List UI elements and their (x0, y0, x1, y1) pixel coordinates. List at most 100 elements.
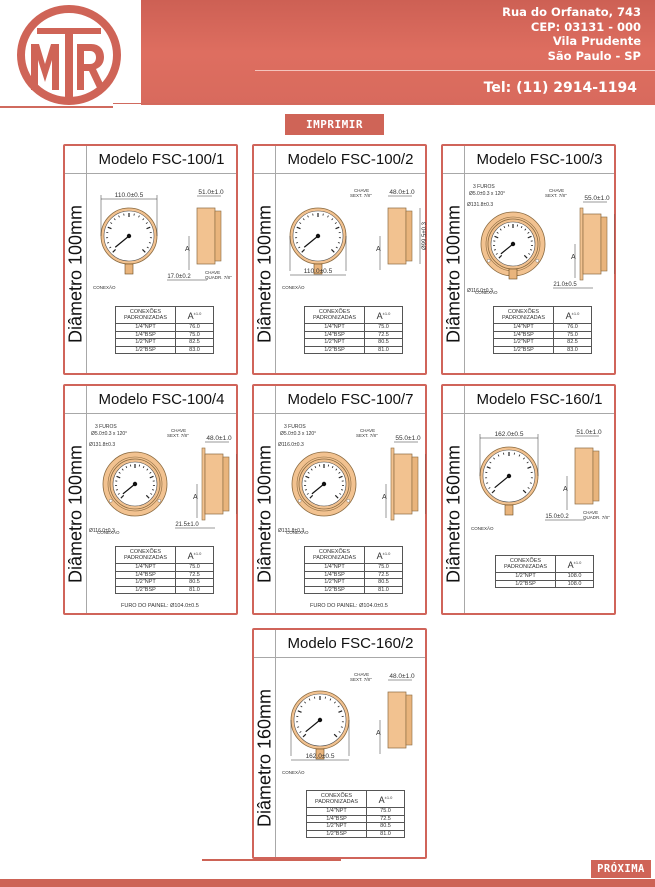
header-divider (255, 70, 655, 71)
a-value: 81.0 (364, 345, 403, 354)
connection-type: 1/4"NPT (493, 323, 554, 332)
a-value: 76.0 (175, 323, 214, 332)
diameter-text: Diâmetro 100mm (65, 204, 85, 343)
flange-dimension: Ø116.0±0.3 (278, 442, 304, 448)
a-dimension-label: A (382, 494, 387, 501)
mount-hole-icon (298, 499, 302, 503)
next-page-button[interactable]: PRÓXIMA (591, 860, 651, 878)
gauge-side-view (387, 691, 413, 749)
print-button[interactable]: IMPRIMIR (285, 114, 384, 135)
company-logo[interactable] (0, 0, 140, 106)
table-row: 1/4"NPT 75.0 (304, 323, 403, 332)
column-header: A±1.0 (366, 790, 405, 808)
header-divider (0, 106, 113, 108)
connection-type: 1/4"NPT (115, 563, 176, 572)
wrench-label: SEXT. 7/8" (350, 193, 372, 198)
connection-type: 1/2"NPT (306, 822, 367, 831)
diameter-label: Diâmetro 160mm (443, 414, 464, 613)
connection-type: 1/2"BSP (115, 585, 176, 594)
diameter-label: Diâmetro 160mm (254, 658, 275, 857)
gauge-side-view (387, 207, 413, 265)
table-row: 1/2"BSP 83.0 (493, 345, 592, 354)
connection-type: 1/2"NPT (304, 338, 365, 347)
table-row: 1/2"NPT 108.0 (495, 572, 594, 581)
table-row: 1/4"NPT 76.0 (493, 323, 592, 332)
inner-dimension: Ø131.8±0.3 (278, 528, 304, 534)
table-row: 1/2"BSP 81.0 (115, 585, 214, 594)
gauge-needle (494, 475, 510, 489)
diameter-text: Diâmetro 100mm (65, 444, 85, 583)
card-divider (254, 657, 425, 658)
card-divider (275, 630, 276, 857)
body-diameter-dimension: Ø99.5±0.3 (422, 221, 426, 250)
a-value: 75.0 (364, 563, 403, 572)
gauge-needle (122, 483, 136, 495)
column-header: A±1.0 (364, 546, 403, 564)
connection-label: CONEXÃO (286, 529, 309, 535)
connection-type: 1/2"NPT (493, 338, 554, 347)
company-address: Rua do Orfanato, 743 CEP: 03131 - 000 Vi… (502, 5, 641, 63)
table-row: 1/2"NPT 82.5 (115, 338, 214, 347)
gauge-side-view (579, 207, 608, 281)
model-title: Modelo FSC-160/2 (287, 635, 414, 652)
connection-fitting (124, 263, 134, 275)
connection-type: 1/2"BSP (493, 345, 554, 354)
connection-fitting (315, 748, 325, 760)
a-value: 108.0 (555, 579, 594, 588)
a-value: 75.0 (366, 807, 405, 816)
connection-type: 1/2"BSP (115, 345, 176, 354)
column-header: A±1.0 (553, 306, 592, 324)
diameter-label: Diâmetro 100mm (254, 414, 275, 613)
holes-label: 3 FUROS (284, 424, 306, 430)
wrench-label: CHAVE (583, 510, 598, 515)
diameter-text: Diâmetro 160mm (254, 688, 274, 827)
diameter-text: Diâmetro 100mm (443, 204, 463, 343)
card-divider (275, 146, 276, 373)
a-value: 76.0 (553, 323, 592, 332)
table-row: 1/4"BSP 72.5 (115, 570, 214, 579)
offset-dimension: 21.5±1.0 (175, 522, 199, 528)
model-title: Modelo FSC-100/7 (287, 391, 414, 408)
connection-type: 1/2"NPT (115, 578, 176, 587)
column-header: A±1.0 (555, 555, 594, 573)
divider (202, 859, 341, 861)
depth-dimension: 48.0±1.0 (206, 435, 232, 442)
gauge-needle (114, 235, 130, 248)
depth-dimension: 51.0±1.0 (576, 429, 602, 436)
card-divider (275, 386, 276, 613)
connection-type: 1/4"BSP (115, 570, 176, 579)
model-title: Modelo FSC-100/3 (476, 151, 603, 168)
model-title: Modelo FSC-100/4 (98, 391, 225, 408)
connection-fitting (508, 268, 518, 280)
diameter-text: Diâmetro 160mm (443, 444, 463, 583)
a-value: 83.0 (175, 345, 214, 354)
a-dimension-label: A (571, 254, 576, 261)
address-line: São Paulo - SP (547, 48, 641, 63)
mount-hole-icon (109, 499, 113, 503)
diameter-label: Diâmetro 100mm (254, 174, 275, 373)
table-row: 1/2"NPT 82.5 (493, 338, 592, 347)
connection-type: 1/2"NPT (115, 338, 176, 347)
gauge-side-view (390, 447, 419, 521)
connection-label: CONEXÃO (282, 284, 305, 290)
card-divider (254, 173, 425, 174)
diameter-label: Diâmetro 100mm (65, 174, 86, 373)
a-value: 108.0 (555, 572, 594, 581)
mtr-logo-icon (17, 5, 121, 105)
model-title: Modelo FSC-100/2 (287, 151, 414, 168)
header-divider (113, 103, 454, 104)
connection-label: CONEXÃO (282, 769, 305, 775)
front-diameter-dimension: 162.0±0.5 (306, 753, 335, 760)
